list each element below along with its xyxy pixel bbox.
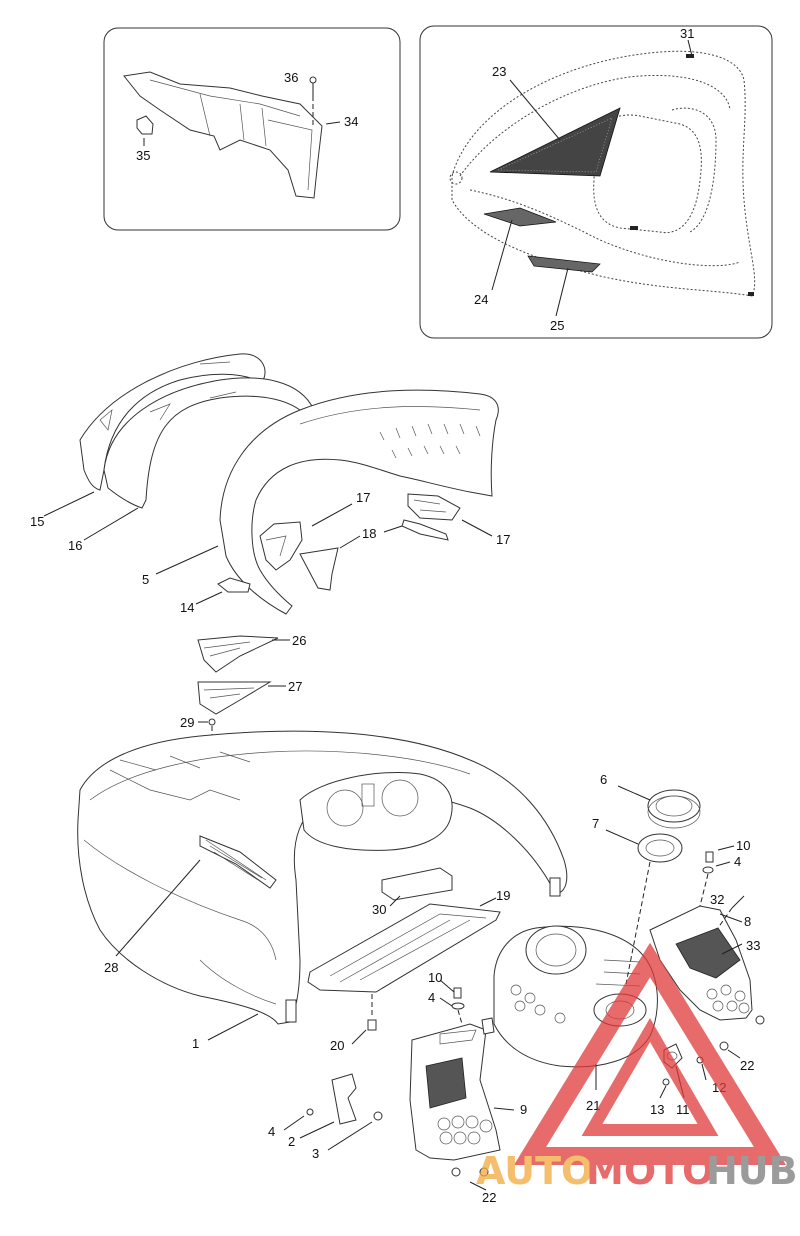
callout-31: 31 — [680, 26, 694, 41]
callout-36: 36 — [284, 70, 298, 85]
callout-9: 9 — [520, 1102, 527, 1117]
callout-29: 29 — [180, 715, 194, 730]
callout-22a: 22 — [482, 1190, 496, 1205]
side-panel-left: 10 4 9 22 — [409, 970, 527, 1205]
callout-10a: 10 — [428, 970, 442, 985]
callout-4b: 4 — [428, 990, 435, 1005]
callout-4a: 4 — [268, 1124, 275, 1139]
callout-15: 15 — [30, 514, 44, 529]
callout-33: 33 — [746, 938, 760, 953]
callout-24: 24 — [474, 292, 488, 307]
inset-deck-top: 31 23 24 25 — [419, 25, 773, 339]
callout-22b: 22 — [740, 1058, 754, 1073]
callout-18: 18 — [362, 526, 376, 541]
callout-27: 27 — [288, 679, 302, 694]
inset-seat-rear: 34 36 35 — [103, 27, 401, 231]
callout-28: 28 — [104, 960, 118, 975]
latch-parts: 4 2 3 — [268, 1073, 383, 1161]
callout-17a: 17 — [356, 490, 370, 505]
callout-17b: 17 — [496, 532, 510, 547]
callout-11: 11 — [676, 1102, 690, 1117]
callout-13: 13 — [650, 1102, 664, 1117]
callout-20: 20 — [330, 1038, 344, 1053]
callout-32: 32 — [710, 892, 724, 907]
callout-4c: 4 — [734, 854, 741, 869]
callout-14: 14 — [180, 600, 194, 615]
callout-34: 34 — [344, 114, 358, 129]
logo-text-hub: HUB — [706, 1149, 798, 1193]
callout-25: 25 — [550, 318, 564, 333]
callout-16: 16 — [68, 538, 82, 553]
automotohub-logo: AUTO MOTO HUB — [476, 942, 798, 1193]
liner-group: 15 16 5 14 17 18 17 — [30, 353, 510, 615]
callout-21: 21 — [586, 1098, 600, 1113]
callout-26: 26 — [292, 633, 306, 648]
callout-8: 8 — [744, 914, 751, 929]
callout-10b: 10 — [736, 838, 750, 853]
callout-7: 7 — [592, 816, 599, 831]
logo-text-moto: MOTO — [586, 1149, 714, 1193]
callout-6: 6 — [600, 772, 607, 787]
callout-19: 19 — [496, 888, 510, 903]
side-panel-right: 8 33 32 10 4 22 12 11 13 — [649, 838, 765, 1117]
callout-30: 30 — [372, 902, 386, 917]
logo-text-auto: AUTO — [476, 1149, 593, 1193]
callout-3: 3 — [312, 1146, 319, 1161]
main-deck: 1 28 30 19 20 — [77, 730, 568, 1053]
cover-pieces: 26 27 29 — [180, 633, 306, 790]
callout-23: 23 — [492, 64, 506, 79]
callout-1: 1 — [192, 1036, 199, 1051]
callout-2: 2 — [288, 1134, 295, 1149]
callout-5: 5 — [142, 572, 149, 587]
callout-35: 35 — [136, 148, 150, 163]
